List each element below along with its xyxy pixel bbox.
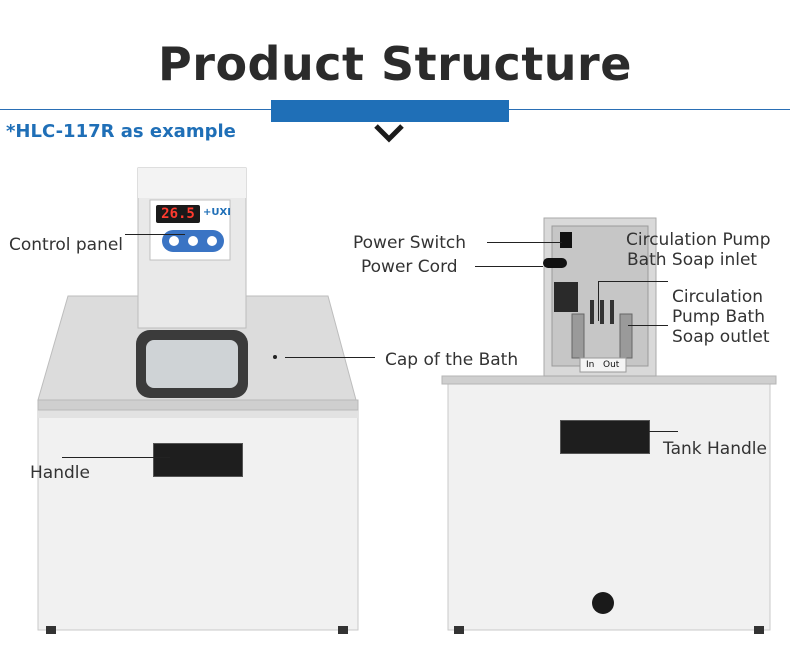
display-readout: 26.5 xyxy=(161,206,195,222)
leader-tank-handle xyxy=(648,431,678,432)
key-center-button[interactable] xyxy=(188,236,198,246)
label-inlet-line2: Bath Soap inlet xyxy=(627,250,758,270)
leader-dot xyxy=(273,355,277,359)
key-left-button[interactable] xyxy=(169,236,179,246)
page-title: Product Structure xyxy=(158,37,632,91)
leader-inlet-drop xyxy=(598,281,599,321)
port-out-label: Out xyxy=(603,360,620,370)
tank-handle xyxy=(560,420,650,454)
label-inlet-line1: Circulation Pump xyxy=(626,230,771,250)
keypad xyxy=(162,230,224,252)
leader-power-cord xyxy=(475,266,543,267)
label-tank-handle: Tank Handle xyxy=(663,439,767,459)
model-note: *HLC-117R as example xyxy=(6,121,236,142)
bath-front-illustration xyxy=(37,167,359,634)
key-right-button[interactable] xyxy=(207,236,217,246)
temperature-display: 26.5 xyxy=(156,205,200,223)
label-power-cord: Power Cord xyxy=(361,257,458,277)
leader-handle xyxy=(62,457,170,458)
power-cord xyxy=(543,258,567,268)
drain-knob xyxy=(592,592,614,614)
leader-inlet xyxy=(598,281,668,282)
front-handle xyxy=(153,443,243,477)
label-handle: Handle xyxy=(30,463,90,483)
label-cap-of-bath: Cap of the Bath xyxy=(385,350,519,370)
chevron-down-icon xyxy=(374,124,404,143)
title-accent-band xyxy=(271,100,509,122)
label-power-switch: Power Switch xyxy=(353,233,467,253)
leader-control-panel xyxy=(125,234,185,235)
label-outlet-line1: Circulation xyxy=(672,287,764,307)
label-outlet-line3: Soap outlet xyxy=(672,327,770,347)
leader-outlet xyxy=(628,325,668,326)
port-in-label: In xyxy=(586,360,595,370)
brand-logo-text: +UXI xyxy=(203,207,231,218)
leader-cap-of-bath xyxy=(285,357,375,358)
label-control-panel: Control panel xyxy=(9,235,124,255)
leader-power-switch xyxy=(487,242,562,243)
label-outlet-line2: Pump Bath xyxy=(672,307,766,327)
